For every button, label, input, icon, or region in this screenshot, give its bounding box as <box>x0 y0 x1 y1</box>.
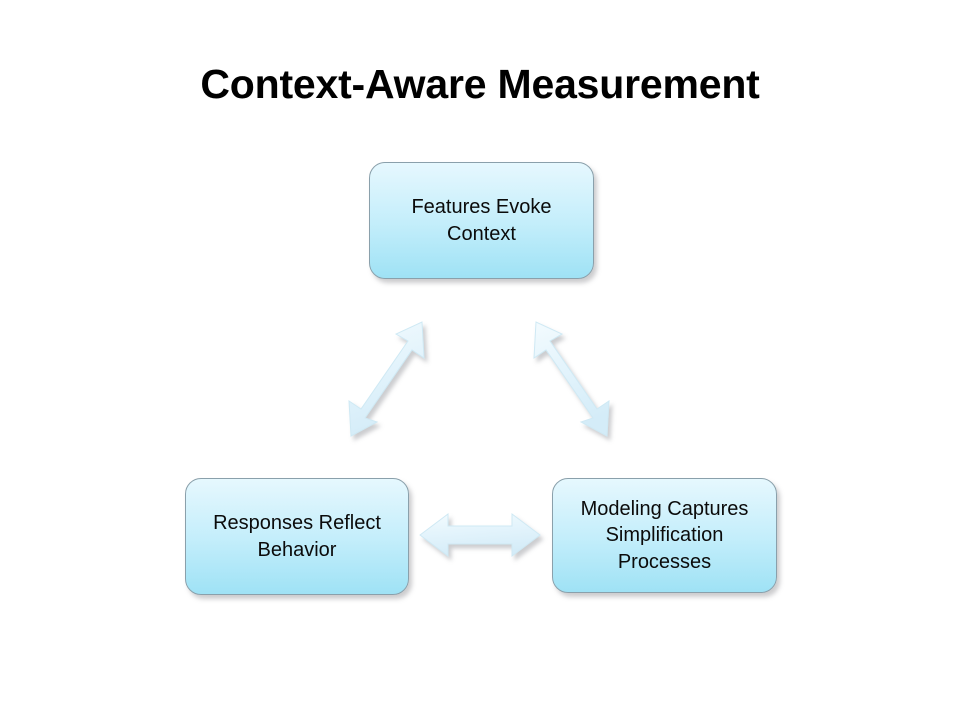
double-arrow-horizontal-icon <box>419 513 541 557</box>
page-title: Context-Aware Measurement <box>200 61 760 107</box>
connector-top-to-bottom-right <box>518 318 618 440</box>
diagram-node-responses-reflect-behavior[interactable]: Responses Reflect Behavior <box>185 478 409 595</box>
diagram-node-label: Features Evoke Context <box>411 196 552 245</box>
diagram-node-features-evoke-context[interactable]: Features Evoke Context <box>369 162 594 279</box>
diagram-node-label: Responses Reflect Behavior <box>213 512 381 561</box>
double-arrow-diagonal-icon <box>533 321 610 437</box>
connector-top-to-bottom-left <box>340 318 440 440</box>
connector-bottom-left-to-bottom-right <box>418 508 544 568</box>
double-arrow-diagonal-icon <box>348 321 425 437</box>
diagram-node-label: Modeling Captures Simplification Process… <box>580 497 749 573</box>
diagram-node-modeling-captures-simplification-processes[interactable]: Modeling Captures Simplification Process… <box>552 478 777 593</box>
